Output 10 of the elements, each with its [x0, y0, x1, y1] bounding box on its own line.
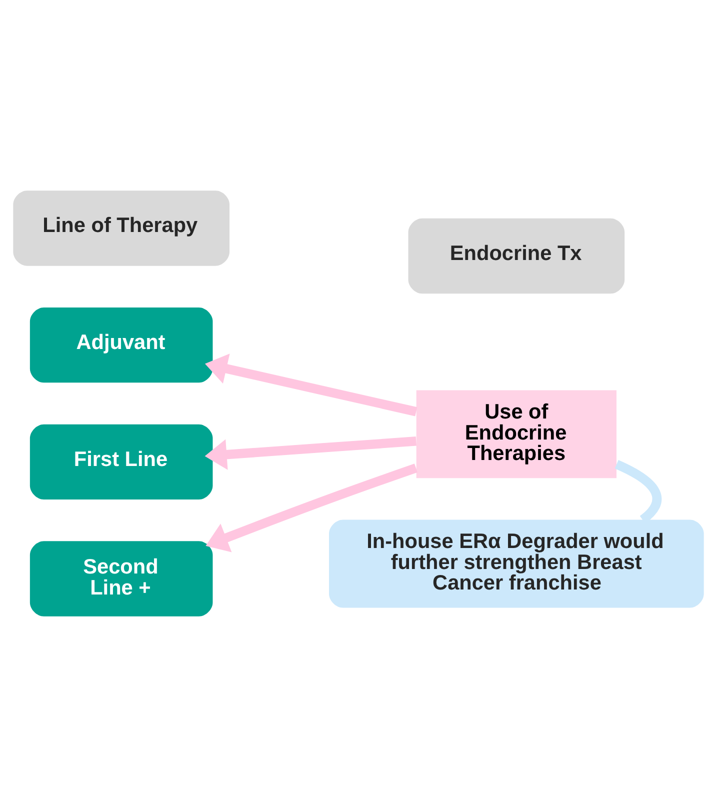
node-box: Use of Endocrine Therapies	[416, 390, 616, 478]
node-box: In-house ERα Degrader would further strengthen Breast Cancer franchise	[329, 520, 704, 608]
arrow	[204, 354, 418, 416]
node-box: Endocrine Tx	[408, 218, 625, 294]
node-box: First Line	[30, 424, 213, 500]
node-box: Line of Therapy	[13, 190, 230, 266]
arrow	[204, 436, 416, 470]
node-box: Adjuvant	[30, 307, 213, 383]
arrow	[206, 464, 418, 552]
node-box: Second Line +	[30, 541, 213, 616]
